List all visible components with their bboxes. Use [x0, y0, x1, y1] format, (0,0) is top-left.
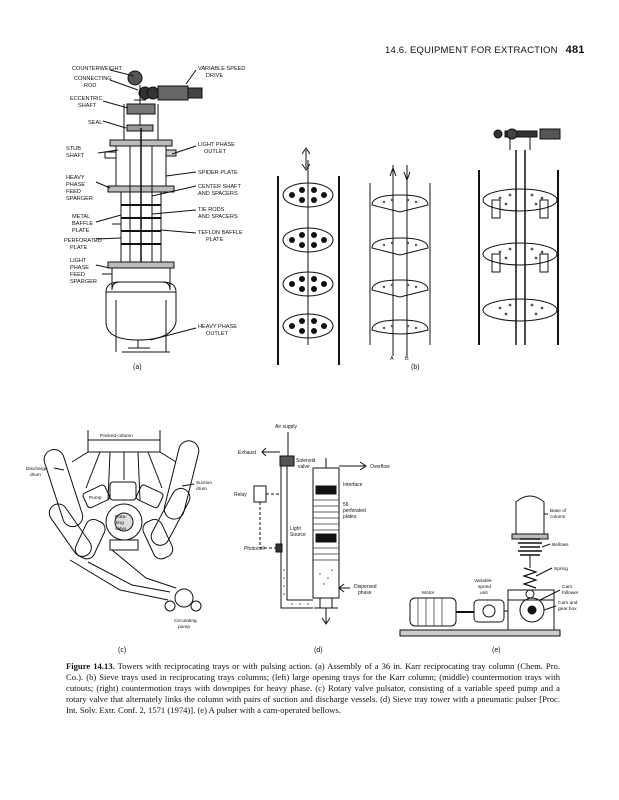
label-variable-speed-unit-3: unit — [480, 590, 488, 596]
label-light-2: PHASE — [70, 265, 89, 271]
panel-a-karr-column — [95, 69, 203, 353]
label-stub-2: SHAFT — [66, 153, 85, 159]
label-tie-rods-2: AND SPACERS — [198, 214, 238, 220]
label-relay: Relay — [234, 492, 247, 498]
panel-c-rotary-valve-pulsator — [43, 430, 202, 612]
label-eccentric: ECCENTRIC — [70, 96, 103, 102]
label-cam-gear-box-2: gear box — [558, 606, 577, 612]
label-variable-speed: VARIABLE SPEED — [198, 66, 245, 72]
subfigure-c-label: (c) — [118, 647, 126, 654]
label-perforated-2: PLATE — [70, 245, 88, 251]
label-discharge-drum: Discharge — [26, 466, 48, 472]
panel-a-labels: COUNTERWEIGHT CONNECTING ROD ECCENTRIC S… — [64, 66, 245, 337]
label-teflon-2: PLATE — [206, 237, 224, 243]
label-heavy-phase-outlet: HEAVY PHASE — [198, 324, 237, 330]
label-perforated: PERFORATED — [64, 238, 102, 244]
panel-d-pneumatic-pulser — [253, 432, 367, 625]
label-light: LIGHT — [70, 258, 87, 264]
label-rotating-3: valve — [115, 526, 127, 532]
page-number: 481 — [565, 44, 585, 56]
label-light-phase-outlet: LIGHT PHASE — [198, 142, 235, 148]
label-center-shaft-2: AND SPACERS — [198, 191, 238, 197]
label-counterweight: COUNTERWEIGHT — [72, 66, 123, 72]
label-light-source-2: Source — [290, 532, 306, 538]
label-circulating-pump: Circulating — [174, 618, 197, 624]
label-discharge-drum-2: drum — [30, 472, 41, 478]
label-dispersed-phase: Dispersed — [354, 584, 377, 590]
label-eccentric-2: SHAFT — [78, 103, 97, 109]
label-cam-follower: Cam — [562, 584, 572, 590]
caption-text: Towers with reciprocating trays or with … — [66, 661, 561, 715]
label-cam-gear-box: Cam and — [558, 600, 578, 606]
label-heavy: HEAVY — [66, 175, 85, 181]
label-stub: STUB — [66, 146, 81, 152]
running-header: 14.6. EQUIPMENT FOR EXTRACTION 481 — [385, 44, 585, 56]
subfigure-e-label: (e) — [492, 647, 501, 654]
label-heavy-3: FEED — [66, 189, 81, 195]
subfigure-d-label: (d) — [314, 647, 323, 654]
panel-c-labels: Packed column Discharge drum Suction dru… — [26, 433, 212, 630]
label-photocell: Photocell — [244, 546, 265, 552]
label-56: 56 — [343, 502, 349, 508]
counterweight-icon — [127, 70, 143, 86]
label-heavy-4: SPARGER — [66, 196, 93, 202]
label-perforated-d: perforated — [343, 508, 366, 514]
figure-caption: Figure 14.13. Towers with reciprocating … — [66, 661, 560, 716]
solenoid-valve-icon — [279, 455, 295, 467]
panel-b-sieve-trays — [277, 128, 561, 365]
label-suction-drum: Suction — [196, 480, 212, 486]
label-connecting-rod: CONNECTING — [74, 76, 112, 82]
label-light-phase-outlet-2: OUTLET — [204, 149, 227, 155]
label-b-a: A — [390, 356, 394, 362]
label-heavy-2: PHASE — [66, 182, 85, 188]
label-dispersed-phase-2: phase — [358, 590, 372, 596]
label-base-of-column-2: column — [550, 514, 566, 520]
label-suction-drum-2: drum — [196, 486, 207, 492]
label-spider-plate: SPIDER PLATE — [198, 170, 238, 176]
label-bellows: Bellows — [552, 542, 569, 548]
label-metal-2: BAFFLE — [72, 221, 93, 227]
section-title: 14.6. EQUIPMENT FOR EXTRACTION — [385, 45, 558, 56]
label-seal: SEAL — [88, 120, 102, 126]
label-solenoid: Solenoid — [296, 458, 316, 464]
label-packed-column: Packed column — [100, 433, 133, 439]
subfigure-b-label: (b) — [411, 364, 420, 371]
panel-d-labels: Air supply Exhaust Solenoid valve Overfl… — [234, 424, 390, 596]
label-tie-rods: TIE RODS — [198, 207, 225, 213]
label-metal: METAL — [72, 214, 90, 220]
label-rotating-2: ting — [116, 520, 124, 526]
label-base-of-column: Base of — [550, 508, 567, 514]
label-exhaust: Exhaust — [238, 450, 257, 456]
label-spring: Spring — [554, 566, 568, 572]
label-variable-speed-unit: Variable- — [474, 578, 493, 584]
label-overflow: Overflow — [370, 464, 390, 470]
label-interface: Interface — [343, 482, 363, 488]
label-rotating: Rota- — [115, 514, 127, 520]
label-teflon: TEFLON BAFFLE — [198, 230, 243, 236]
label-circulating-pump-2: pump — [178, 625, 190, 630]
label-b-b: B — [405, 356, 409, 362]
label-pump: Pump — [89, 495, 102, 501]
label-variable-speed-2: DRIVE — [206, 73, 223, 79]
label-heavy-phase-outlet-2: OUTLET — [206, 331, 229, 337]
caption-lead: Figure 14.13. — [66, 661, 115, 671]
panel-e-labels: Base of column Bellows Spring Variable- … — [422, 508, 579, 612]
label-motor: Motor — [422, 590, 435, 596]
label-solenoid-2: valve — [298, 464, 310, 470]
label-connecting-rod-2: ROD — [84, 83, 96, 89]
label-light-3: FEED — [70, 272, 85, 278]
subfigure-a-label: (a) — [133, 364, 142, 371]
label-plates-d: plates — [343, 514, 357, 520]
label-light-source: Light — [290, 526, 301, 532]
label-air-supply: Air supply — [275, 424, 297, 430]
label-variable-speed-unit-2: speed — [478, 584, 491, 590]
label-light-4: SPARGER — [70, 279, 97, 285]
label-cam-follower-2: follower — [562, 590, 579, 596]
label-metal-3: PLATE — [72, 228, 90, 234]
panel-e-cam-bellows — [399, 495, 561, 637]
label-center-shaft: CENTER SHAFT — [198, 184, 241, 190]
